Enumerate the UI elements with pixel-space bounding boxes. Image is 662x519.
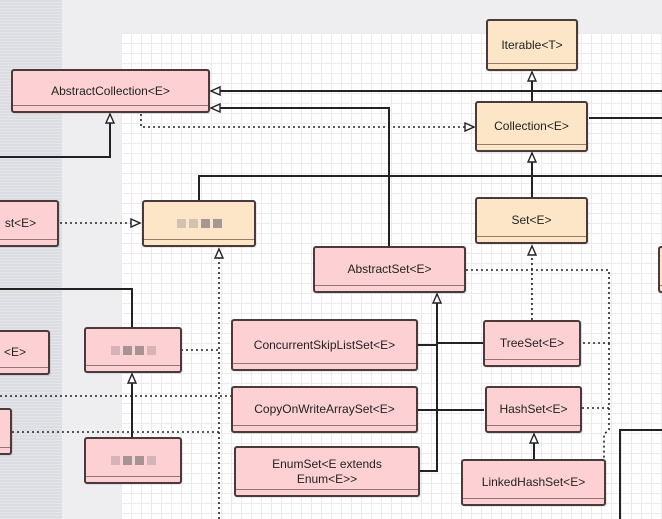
dotted-linkedhashset-right — [603, 408, 610, 460]
edge-enumset-to-abstractset — [420, 345, 438, 472]
tree-set-label: TreeSet<E> — [499, 336, 565, 350]
set-label: Set<E> — [511, 213, 552, 227]
collection-interface: Collection<E> — [475, 101, 588, 152]
partial-left-class-lower — [0, 408, 12, 455]
partial-set-label: st<E> — [4, 216, 37, 230]
partial-left-class: <E> — [0, 330, 50, 375]
redacted-label — [176, 219, 222, 228]
blurred-class-lower — [84, 437, 182, 484]
edge-left-to-abstractcollection — [0, 114, 110, 158]
blurred-class-upper — [84, 327, 182, 373]
enum-set-class: EnumSet<E extends Enum<E>> — [234, 446, 420, 497]
enum-set-label: EnumSet<E extends Enum<E>> — [272, 456, 382, 486]
partial-right-interface — [658, 246, 662, 293]
edge-right-corner — [619, 429, 662, 519]
dotted-hashset-right — [582, 343, 610, 409]
redacted-label — [110, 345, 156, 355]
concurrent-skip-list-set-label: ConcurrentSkipListSet<E> — [253, 337, 396, 352]
abstract-set-class: AbstractSet<E> — [313, 246, 466, 293]
dotted-abstractcollection-to-collection — [140, 114, 474, 127]
iterable-interface: Iterable<T> — [486, 19, 578, 71]
linked-hash-set-class: LinkedHashSet<E> — [461, 459, 606, 506]
blurred-interface — [142, 200, 256, 247]
edge-right-and-box-to-set-bus — [198, 175, 662, 200]
tree-set-class: TreeSet<E> — [483, 320, 581, 367]
collection-label: Collection<E> — [494, 119, 569, 133]
linked-hash-set-label: LinkedHashSet<E> — [481, 475, 586, 489]
iterable-label: Iterable<T> — [501, 37, 563, 52]
hash-set-class: HashSet<E> — [485, 386, 582, 433]
copy-on-write-array-set-class: CopyOnWriteArraySet<E> — [231, 386, 418, 433]
set-interface: Set<E> — [475, 197, 588, 244]
hash-set-label: HashSet<E> — [499, 402, 568, 416]
abstract-collection-class: AbstractCollection<E> — [11, 69, 210, 113]
partial-set-class: st<E> — [0, 200, 59, 247]
concurrent-skip-list-set-class: ConcurrentSkipListSet<E> — [231, 319, 418, 371]
dotted-abstractset-right — [466, 269, 610, 344]
copy-on-write-array-set-label: CopyOnWriteArraySet<E> — [254, 402, 395, 416]
abstract-collection-label: AbstractCollection<E> — [51, 83, 170, 98]
redacted-label — [110, 456, 156, 465]
edge-abstractset-to-abstractcollection — [211, 108, 390, 246]
partial-left-label: <E> — [3, 345, 27, 359]
edge-concurrent-to-abstractset — [418, 294, 437, 346]
abstract-set-label: AbstractSet<E> — [347, 262, 432, 276]
edge-left-to-blurred-class — [0, 288, 133, 328]
